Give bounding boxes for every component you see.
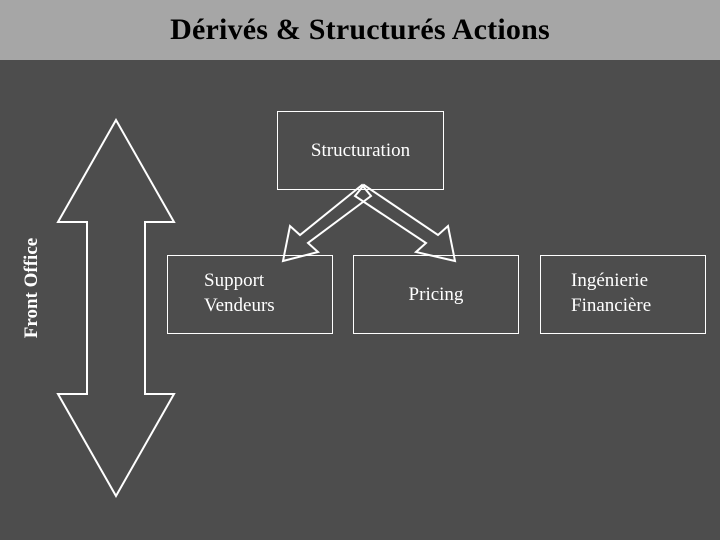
node-support-vendeurs[interactable]: Support Vendeurs: [167, 255, 333, 334]
title-bar: [0, 0, 720, 60]
node-support-vendeurs-label: Support Vendeurs: [204, 268, 332, 318]
node-pricing[interactable]: Pricing: [353, 255, 519, 334]
node-support-vendeurs-line2: Vendeurs: [204, 295, 275, 316]
node-support-vendeurs-line1: Support: [204, 270, 265, 291]
node-ingenierie-financiere-label: Ingénierie Financière: [571, 268, 705, 318]
front-office-label: Front Office: [21, 237, 42, 339]
page-title: Dérivés & Structurés Actions: [170, 13, 550, 46]
node-pricing-label: Pricing: [408, 284, 464, 305]
node-structuration[interactable]: Structuration: [277, 111, 444, 190]
double-headed-vertical-arrow-icon: [56, 118, 176, 498]
node-structuration-label: Structuration: [310, 140, 411, 161]
branch-connectors: [281, 183, 457, 263]
node-ingenierie-financiere[interactable]: Ingénierie Financière: [540, 255, 706, 334]
node-ingenierie-line1: Ingénierie: [571, 270, 649, 291]
node-ingenierie-line2: Financière: [571, 295, 652, 316]
